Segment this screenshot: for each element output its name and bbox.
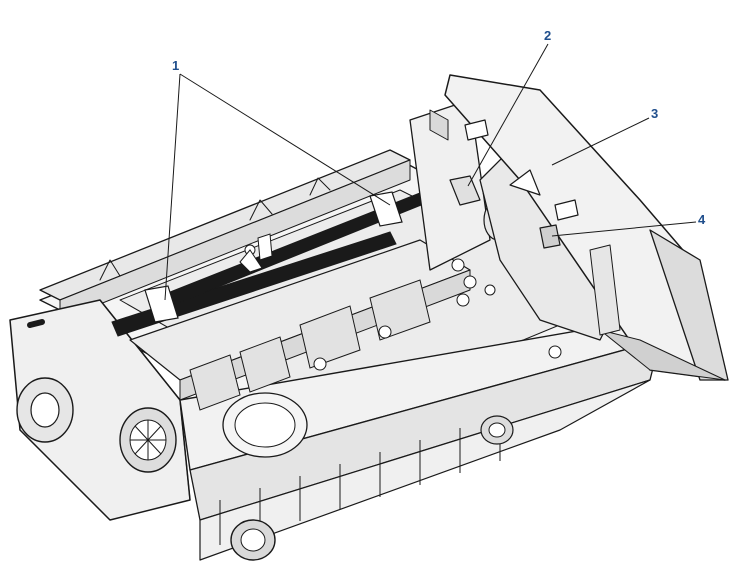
callout-1: 1 (172, 58, 179, 73)
callout-4: 4 (698, 212, 706, 227)
leader-lines (164, 43, 697, 301)
belt-clamp-left (144, 285, 179, 323)
belt-clamp-right (369, 191, 403, 227)
rear-wall (39, 149, 411, 321)
part-2-block (449, 175, 481, 206)
callout-labels: 1 2 3 4 (172, 28, 706, 227)
compartments (189, 279, 431, 411)
callout-2: 2 (544, 28, 551, 43)
leader-1b (179, 73, 391, 206)
leader-3 (551, 117, 650, 166)
leader-1a (164, 73, 181, 301)
part-4-latch (539, 224, 561, 249)
belt-clamps (144, 191, 403, 323)
internal-plate (129, 239, 471, 458)
right-end-assembly (409, 74, 729, 381)
callout-3: 3 (651, 106, 658, 121)
leader-2 (467, 43, 549, 187)
belt-front (111, 231, 397, 337)
left-gear-teeth (130, 420, 166, 460)
leader-4 (551, 221, 697, 237)
